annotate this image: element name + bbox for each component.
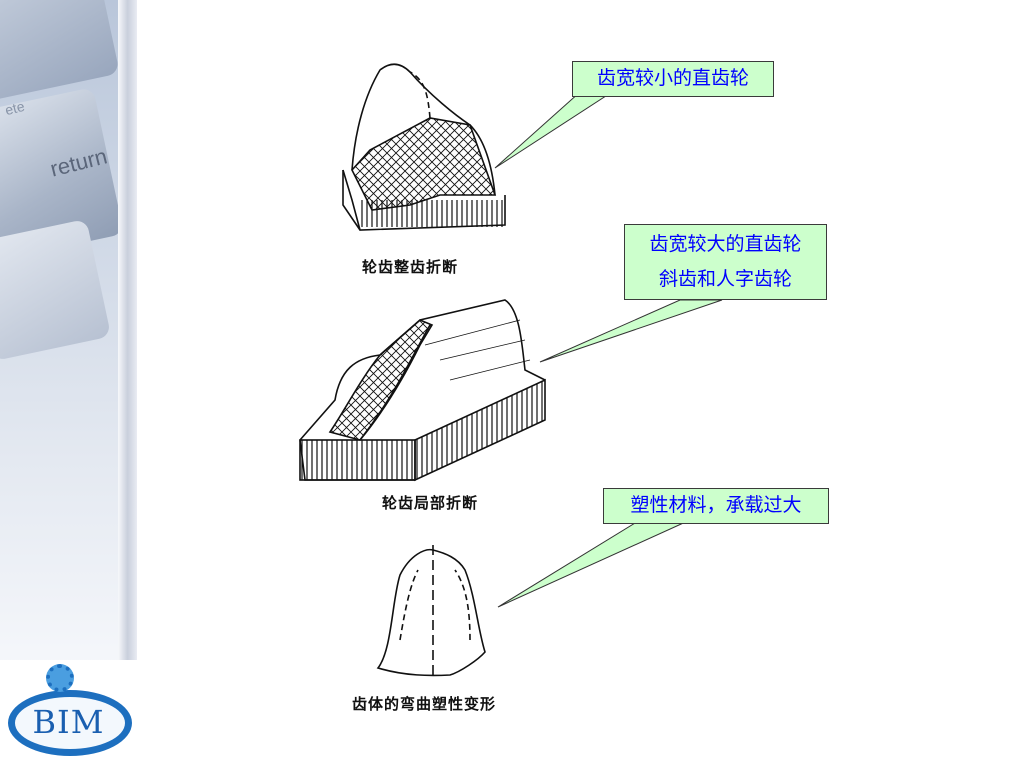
tooth-partial-fracture-figure (299, 299, 546, 482)
callout-pointer-1 (494, 91, 614, 169)
bim-logo: BIM (0, 660, 137, 768)
logo-ring (8, 690, 132, 756)
sidebar-edge (118, 0, 137, 768)
callout-text-line-1: 齿宽较大的直齿轮 (649, 233, 802, 255)
gear-icon (46, 664, 74, 692)
callout-pointer-2 (539, 299, 723, 363)
callout-narrow-spur-gear: 齿宽较小的直齿轮 (572, 61, 774, 97)
callout-text: 塑性材料，承载过大 (630, 494, 802, 516)
callout-plastic-material: 塑性材料，承载过大 (603, 488, 829, 524)
callout-text-line-2: 斜齿和人字齿轮 (658, 268, 792, 290)
tooth-whole-fracture-figure (342, 63, 506, 231)
tooth-plastic-deformation-figure (376, 545, 486, 678)
callout-pointer-3 (497, 519, 691, 608)
callout-text: 齿宽较小的直齿轮 (596, 67, 749, 89)
figure-caption-1: 轮齿整齿折断 (362, 258, 459, 276)
figure-caption-3: 齿体的弯曲塑性变形 (352, 695, 497, 713)
logo-text: BIM (32, 703, 105, 741)
figure-caption-2: 轮齿局部折断 (382, 494, 479, 512)
decorative-sidebar: ete return (0, 0, 137, 768)
callout-wide-spur-helical-gear: 齿宽较大的直齿轮 斜齿和人字齿轮 (624, 224, 827, 300)
